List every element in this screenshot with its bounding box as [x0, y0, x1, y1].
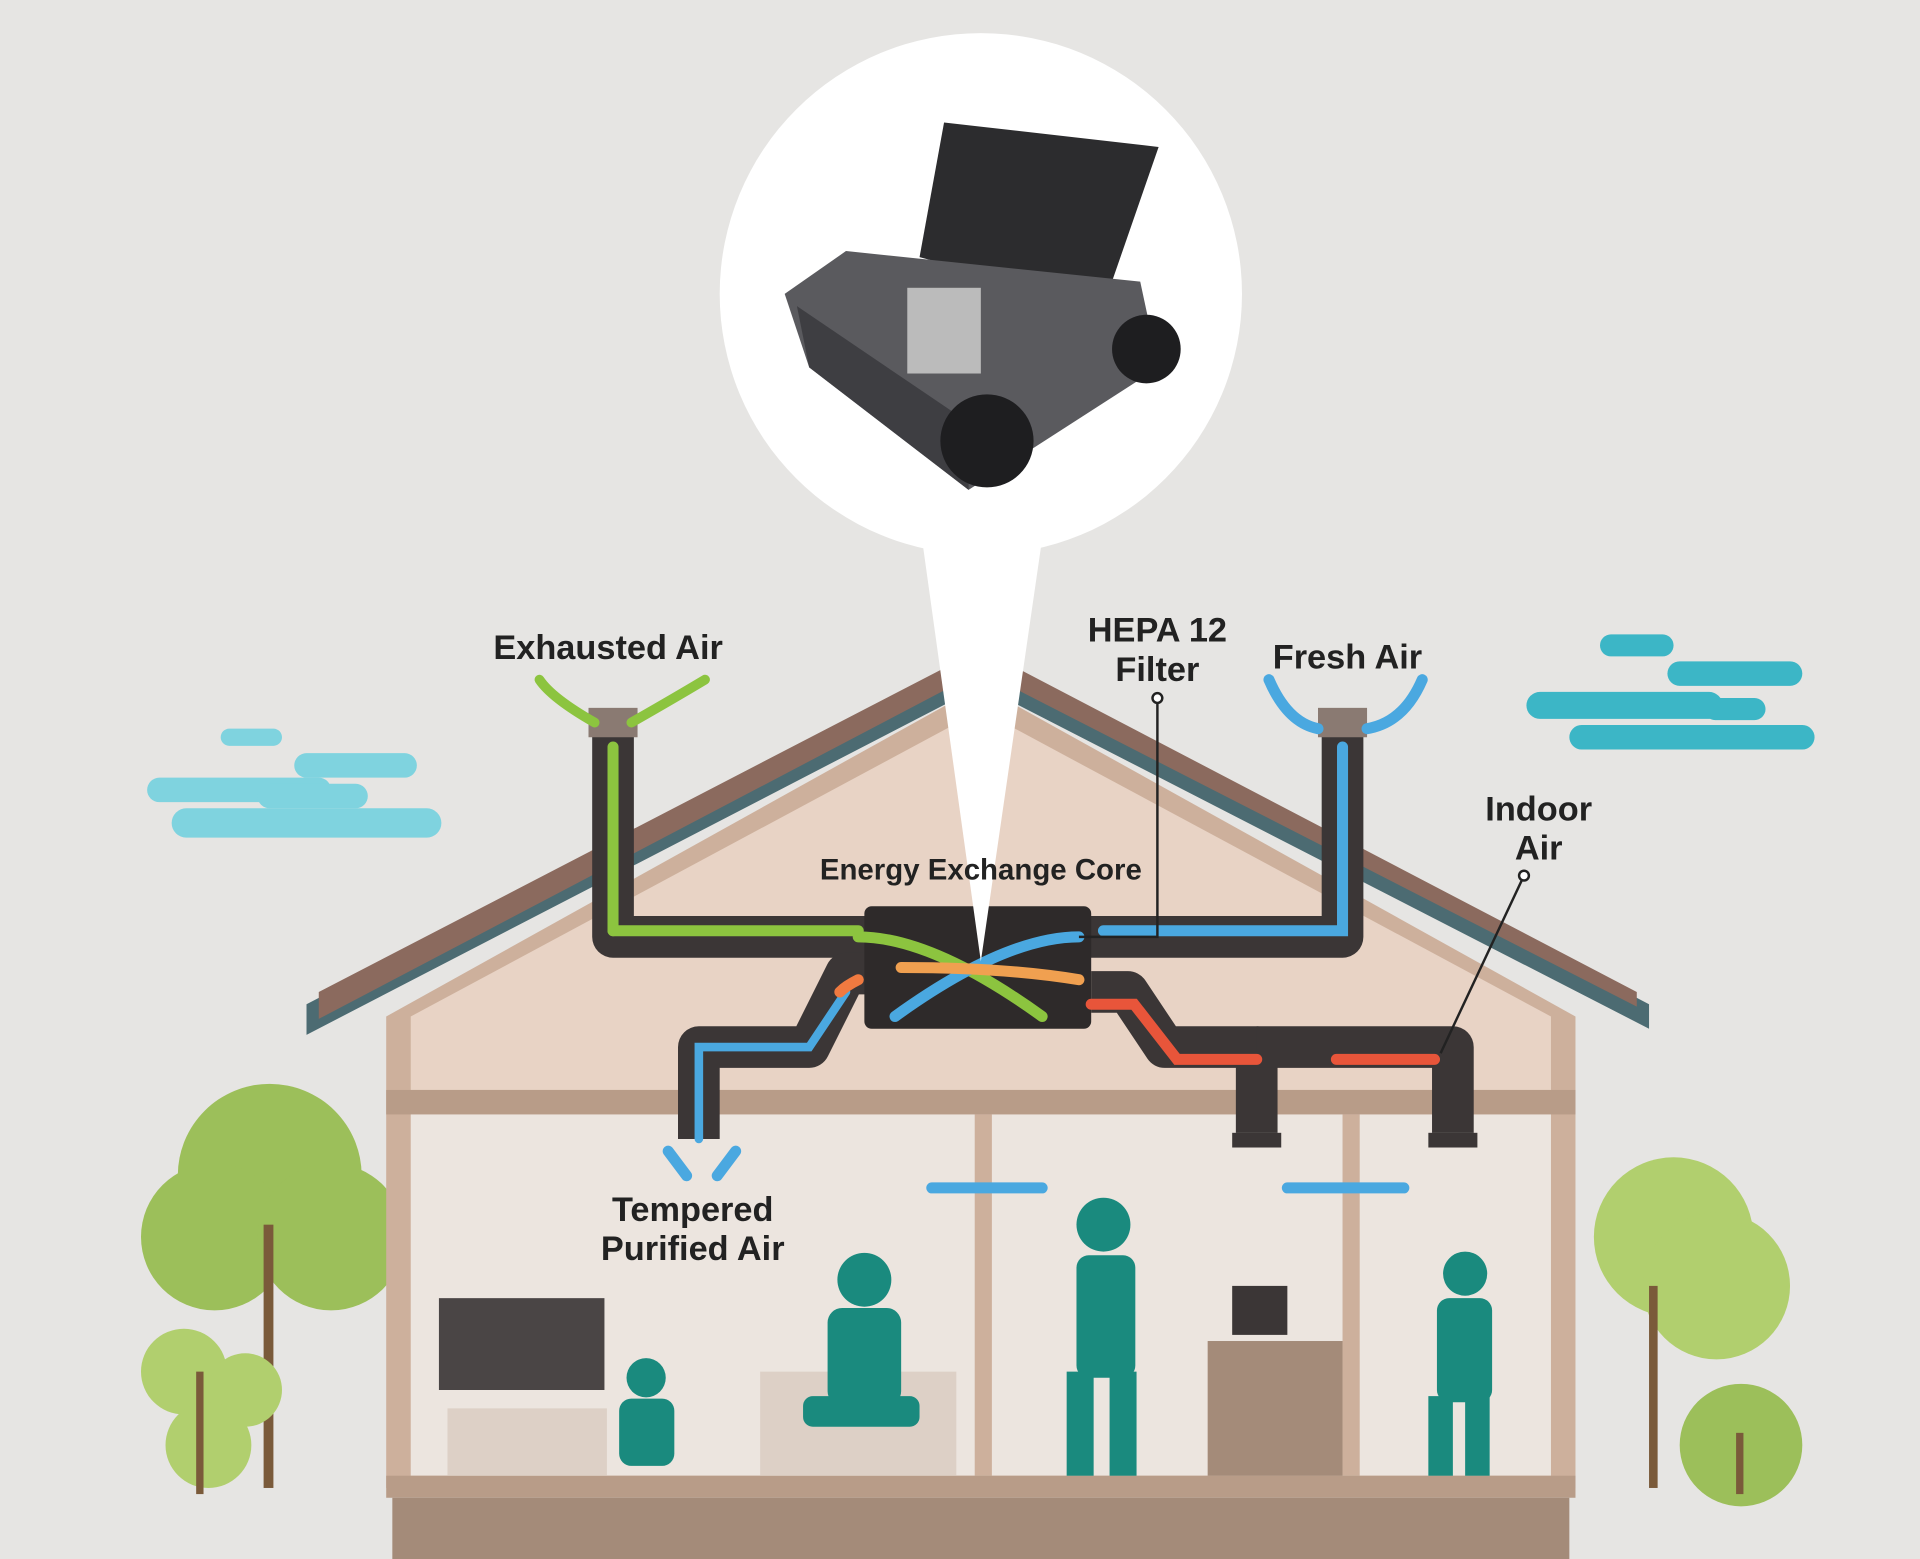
- label-hepa-line2: Filter: [1115, 651, 1199, 689]
- label-tempered-line2: Purified Air: [601, 1230, 785, 1268]
- tree-right: [1593, 1157, 1803, 1507]
- product-callout: [719, 33, 1242, 962]
- label-tempered-line1: Tempered: [612, 1191, 773, 1229]
- label-indoor-line1: Indoor: [1485, 791, 1592, 829]
- label-hepa-line1: HEPA 12: [1088, 612, 1227, 650]
- fresh-flow-arrow: [662, 674, 1428, 1194]
- tree-left: [140, 1083, 405, 1495]
- label-energy-exchange-core: Energy Exchange Core: [820, 853, 1142, 886]
- cloud-right: [1526, 634, 1815, 750]
- people-scene: [438, 1197, 1493, 1476]
- label-indoor-line2: Air: [1515, 830, 1563, 868]
- label-fresh-air: Fresh Air: [1273, 639, 1422, 677]
- label-exhausted-air: Exhausted Air: [493, 629, 722, 667]
- cloud-left: [147, 728, 442, 838]
- exhaust-flow-arrow: [534, 674, 1048, 1022]
- leader-lines: [1078, 691, 1531, 1054]
- indoor-flow-arrow: [834, 961, 1440, 1065]
- erv-unit-image: [784, 122, 1181, 490]
